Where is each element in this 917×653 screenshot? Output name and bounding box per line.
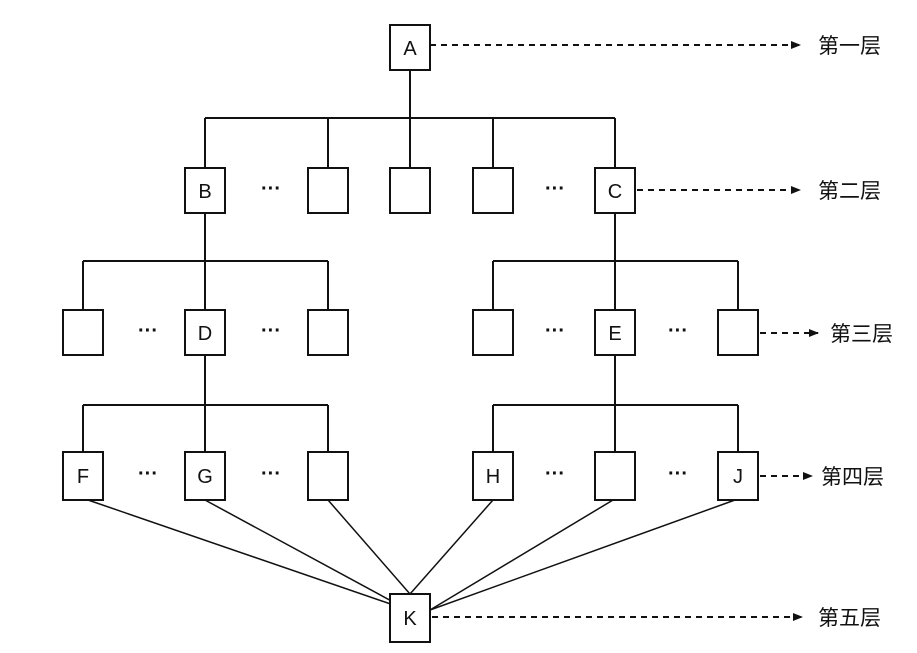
ellipsis: ···	[138, 463, 158, 485]
blank-node	[62, 309, 104, 356]
ellipsis: ···	[668, 463, 688, 485]
layer2-label: 第二层	[818, 179, 881, 203]
blank-node	[594, 451, 636, 501]
ellipsis: ···	[545, 463, 565, 485]
edges-d-to-level4	[82, 355, 329, 452]
node-b: B	[184, 167, 226, 214]
ellipsis: ···	[668, 320, 688, 342]
node-j-label: J	[733, 466, 743, 488]
ellipsis: ···	[261, 178, 281, 200]
ellipsis: ···	[138, 320, 158, 342]
edges-level4-to-k	[87, 499, 736, 611]
node-a-label: A	[403, 38, 417, 60]
layer1-label: 第一层	[818, 34, 881, 58]
layer5-label: 第五层	[818, 606, 881, 630]
node-h-label: H	[486, 466, 500, 488]
node-h: H	[472, 451, 514, 501]
edges-a-to-level2	[204, 70, 616, 168]
node-j: J	[717, 451, 759, 501]
blank-node	[307, 451, 349, 501]
node-d-label: D	[198, 323, 212, 345]
node-k: K	[389, 593, 431, 643]
ellipsis: ···	[261, 463, 281, 485]
blank-node	[389, 167, 431, 214]
node-f: F	[62, 451, 104, 501]
ellipsis: ···	[261, 320, 281, 342]
layer4-label: 第四层	[821, 465, 884, 489]
blank-node	[472, 309, 514, 356]
node-e-label: E	[608, 323, 621, 345]
ellipsis: ···	[545, 320, 565, 342]
node-k-label: K	[403, 608, 417, 630]
edges-c-to-level3	[492, 213, 739, 310]
ellipsis: ···	[545, 178, 565, 200]
node-f-label: F	[77, 466, 89, 488]
node-g: G	[184, 451, 226, 501]
node-g-label: G	[197, 466, 213, 488]
edges-b-to-level3	[82, 213, 329, 310]
node-b-label: B	[198, 181, 211, 203]
node-c-label: C	[608, 181, 622, 203]
blank-node	[717, 309, 759, 356]
node-a: A	[389, 24, 431, 71]
blank-node	[472, 167, 514, 214]
layer3-label: 第三层	[830, 322, 893, 346]
node-d: D	[184, 309, 226, 356]
edges-e-to-level4	[492, 355, 739, 452]
node-c: C	[594, 167, 636, 214]
node-e: E	[594, 309, 636, 356]
blank-node	[307, 309, 349, 356]
blank-node	[307, 167, 349, 214]
layer-arrows	[430, 41, 819, 621]
